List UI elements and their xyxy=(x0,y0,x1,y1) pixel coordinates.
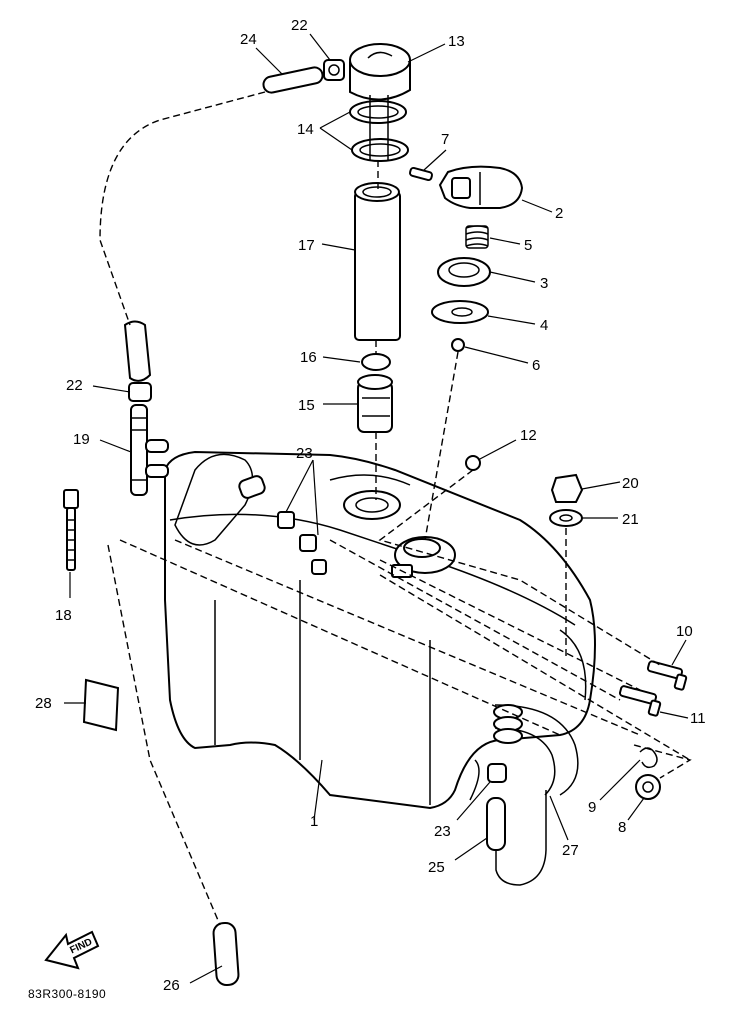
pickup-cap xyxy=(349,43,411,101)
callout-11: 11 xyxy=(690,710,706,727)
callout-8: 8 xyxy=(618,819,626,836)
gasket-cup xyxy=(437,257,491,287)
callout-18: 18 xyxy=(55,607,72,624)
drain-hose-loop xyxy=(495,790,547,886)
callout-2: 2 xyxy=(555,205,563,222)
callout-25: 25 xyxy=(428,859,445,876)
leader-lines xyxy=(64,33,689,984)
vent-hose-end xyxy=(212,921,240,987)
bolt-long xyxy=(646,660,688,691)
callout-16: 16 xyxy=(300,349,317,366)
fuel-filter xyxy=(357,374,393,433)
callout-1: 1 xyxy=(310,813,318,830)
callout-4: 4 xyxy=(540,317,548,334)
rubber-pad xyxy=(82,678,120,732)
callout-28: 28 xyxy=(35,695,52,712)
spring-clip xyxy=(639,747,658,769)
tank-cap xyxy=(438,165,524,209)
callout-9: 9 xyxy=(588,799,596,816)
bolt xyxy=(618,685,662,717)
callout-27: 27 xyxy=(562,842,579,859)
callout-24: 24 xyxy=(240,31,257,48)
band-strap xyxy=(63,489,79,571)
callout-7: 7 xyxy=(441,131,449,148)
nut-small xyxy=(451,338,465,352)
callout-22-top: 22 xyxy=(291,17,308,34)
fuel-tank xyxy=(164,450,596,810)
callout-17: 17 xyxy=(298,237,315,254)
find-arrow-icon: FIND xyxy=(44,930,100,970)
callout-23-bottom: 23 xyxy=(434,823,451,840)
callout-23-top: 23 xyxy=(296,445,313,462)
drawing-code: 83R300-8190 xyxy=(28,987,106,1001)
callout-20: 20 xyxy=(622,475,639,492)
callout-14: 14 xyxy=(297,121,314,138)
pin xyxy=(409,166,433,182)
callout-21: 21 xyxy=(622,511,639,528)
callout-15: 15 xyxy=(298,397,315,414)
callout-3: 3 xyxy=(540,275,548,292)
drain-hose xyxy=(486,797,506,851)
grommet xyxy=(635,774,661,800)
callout-10: 10 xyxy=(676,623,693,640)
hose-clips-upper xyxy=(238,475,327,575)
callout-26: 26 xyxy=(163,977,180,994)
fuel-hose-vertical xyxy=(123,320,152,382)
hose-clip-top xyxy=(323,59,345,81)
callout-5: 5 xyxy=(524,237,532,254)
callouts: 24 22 13 14 7 2 17 5 3 4 16 6 22 15 12 1… xyxy=(35,17,706,994)
callout-19: 19 xyxy=(73,431,90,448)
washer xyxy=(549,509,583,527)
clip xyxy=(361,353,391,371)
callout-6: 6 xyxy=(532,357,540,374)
nut xyxy=(550,473,584,503)
fuel-hose-short xyxy=(262,66,324,94)
hose-joint xyxy=(130,404,169,496)
callout-12: 12 xyxy=(520,427,537,444)
packing xyxy=(431,300,489,324)
callout-13: 13 xyxy=(448,33,465,50)
hose-clip-left xyxy=(128,382,152,402)
callout-22-left: 22 xyxy=(66,377,83,394)
spring xyxy=(465,225,489,249)
clamp-small xyxy=(465,455,481,471)
pickup-tube xyxy=(354,182,401,341)
assembly-guides xyxy=(99,91,692,926)
seal-rings xyxy=(349,95,409,162)
hose-clip-bottom xyxy=(487,763,507,783)
